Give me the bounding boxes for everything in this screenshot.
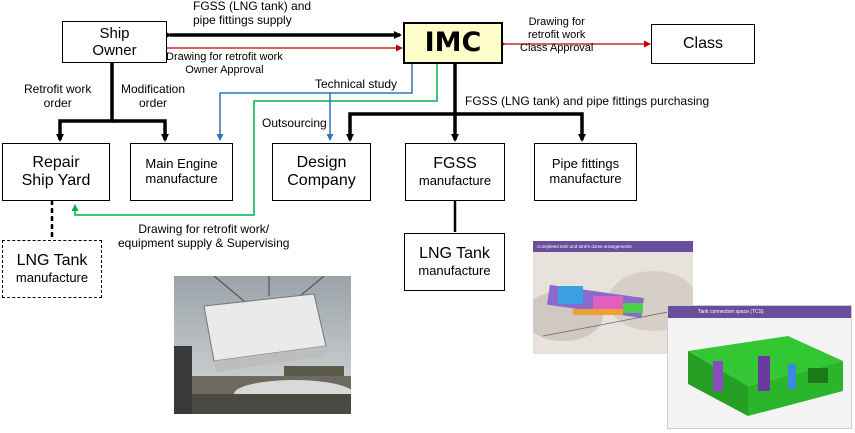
repair-yard-box: Repair Ship Yard	[2, 143, 110, 201]
ship-owner-label-2: Owner	[92, 42, 137, 59]
class-approval-line-2: retrofit work	[527, 29, 586, 41]
fgss-box: FGSS manufacture	[405, 143, 505, 201]
pipe-purchase-arrow	[455, 112, 586, 142]
class-approval-line-3: Class Approval	[520, 42, 594, 54]
imc-label: IMC	[424, 27, 482, 59]
tank-dome-caption: Completed tank and tank's dome arrangeme…	[533, 241, 693, 252]
fgss-supply-line-1: FGSS (LNG tank) and	[193, 0, 312, 13]
modification-order-line-2: order	[139, 96, 168, 110]
tcs-art	[688, 336, 843, 416]
modification-arrow	[112, 119, 169, 142]
lng-tank-dashed-label-1: LNG Tank	[16, 252, 88, 270]
owner-approval-line-1: Drawing for retrofit work	[166, 51, 283, 63]
modification-order-line-1: Modification	[121, 82, 186, 96]
main-engine-label-2: manufacture	[145, 171, 218, 186]
drawing-supervising-line-2: equipment supply & Supervising	[118, 236, 290, 250]
class-approval-line-1: Drawing for	[528, 16, 585, 28]
repair-yard-label-1: Repair	[32, 153, 80, 171]
main-engine-box: Main Engine manufacture	[130, 143, 233, 201]
tcs-render: Tank connection space (TCS)	[667, 305, 852, 429]
fgss-label-2: manufacture	[418, 172, 492, 188]
supervising-arrow	[71, 62, 438, 216]
outsourcing-arrow	[346, 62, 457, 142]
class-label: Class	[682, 34, 723, 52]
drawing-supervising-label: Drawing for retrofit work/ equipment sup…	[118, 222, 289, 250]
retrofit-order-line-1: Retrofit work	[24, 82, 92, 96]
technical-study-arrow	[216, 62, 413, 141]
main-engine-label-1: Main Engine	[145, 156, 218, 172]
lng-tank-label-1: LNG Tank	[419, 245, 490, 263]
tank-lifting-photo	[174, 276, 351, 414]
imc-box: IMC	[403, 22, 503, 64]
tank-lifting-photo-art	[174, 276, 351, 414]
drawing-supervising-line-1: Drawing for retrofit work/	[138, 222, 270, 236]
design-company-box: Design Company	[272, 143, 371, 201]
owner-approval-line-2: Owner Approval	[185, 64, 264, 76]
ship-owner-label-1: Ship	[99, 24, 130, 42]
owner-order-arrow	[56, 63, 114, 142]
retrofit-order-label: Retrofit work order	[24, 82, 91, 110]
class-approval-label: Drawing for retrofit work Class Approval	[520, 16, 593, 55]
fgss-label-1: FGSS	[433, 155, 477, 173]
fgss-supply-label: FGSS (LNG tank) and pipe fittings supply	[193, 0, 311, 27]
pipe-fittings-box: Pipe fittings manufacture	[534, 143, 637, 201]
lng-tank-dashed-label-2: manufacture	[15, 269, 89, 285]
lng-tank-label-2: manufacture	[418, 262, 491, 278]
owner-approval-label: Drawing for retrofit work Owner Approval	[166, 51, 283, 77]
tank-dome-render: Completed tank and tank's dome arrangeme…	[533, 241, 693, 354]
technical-study-label: Technical study	[315, 77, 398, 91]
lng-tank-box: LNG Tank manufacture	[404, 233, 505, 291]
ship-owner-box: Ship Owner	[62, 21, 167, 63]
design-company-label-2: Company	[287, 172, 356, 189]
retrofit-order-line-2: order	[43, 96, 72, 110]
fgss-supply-line-2: pipe fittings supply	[193, 13, 292, 27]
pipe-fittings-label-2: manufacture	[549, 171, 622, 186]
design-company-label-1: Design	[296, 153, 347, 171]
tcs-caption: Tank connection space (TCS)	[668, 306, 851, 318]
pipe-fittings-label-1: Pipe fittings	[551, 156, 620, 172]
outsourcing-label: Outsourcing	[262, 116, 327, 130]
repair-yard-label-2: Ship Yard	[21, 172, 91, 189]
lng-tank-dashed-box: LNG Tank manufacture	[2, 240, 102, 298]
fgss-purchasing-label: FGSS (LNG tank) and pipe fittings purcha…	[465, 94, 710, 108]
modification-order-label: Modification order	[121, 82, 185, 110]
class-box: Class	[651, 24, 755, 64]
